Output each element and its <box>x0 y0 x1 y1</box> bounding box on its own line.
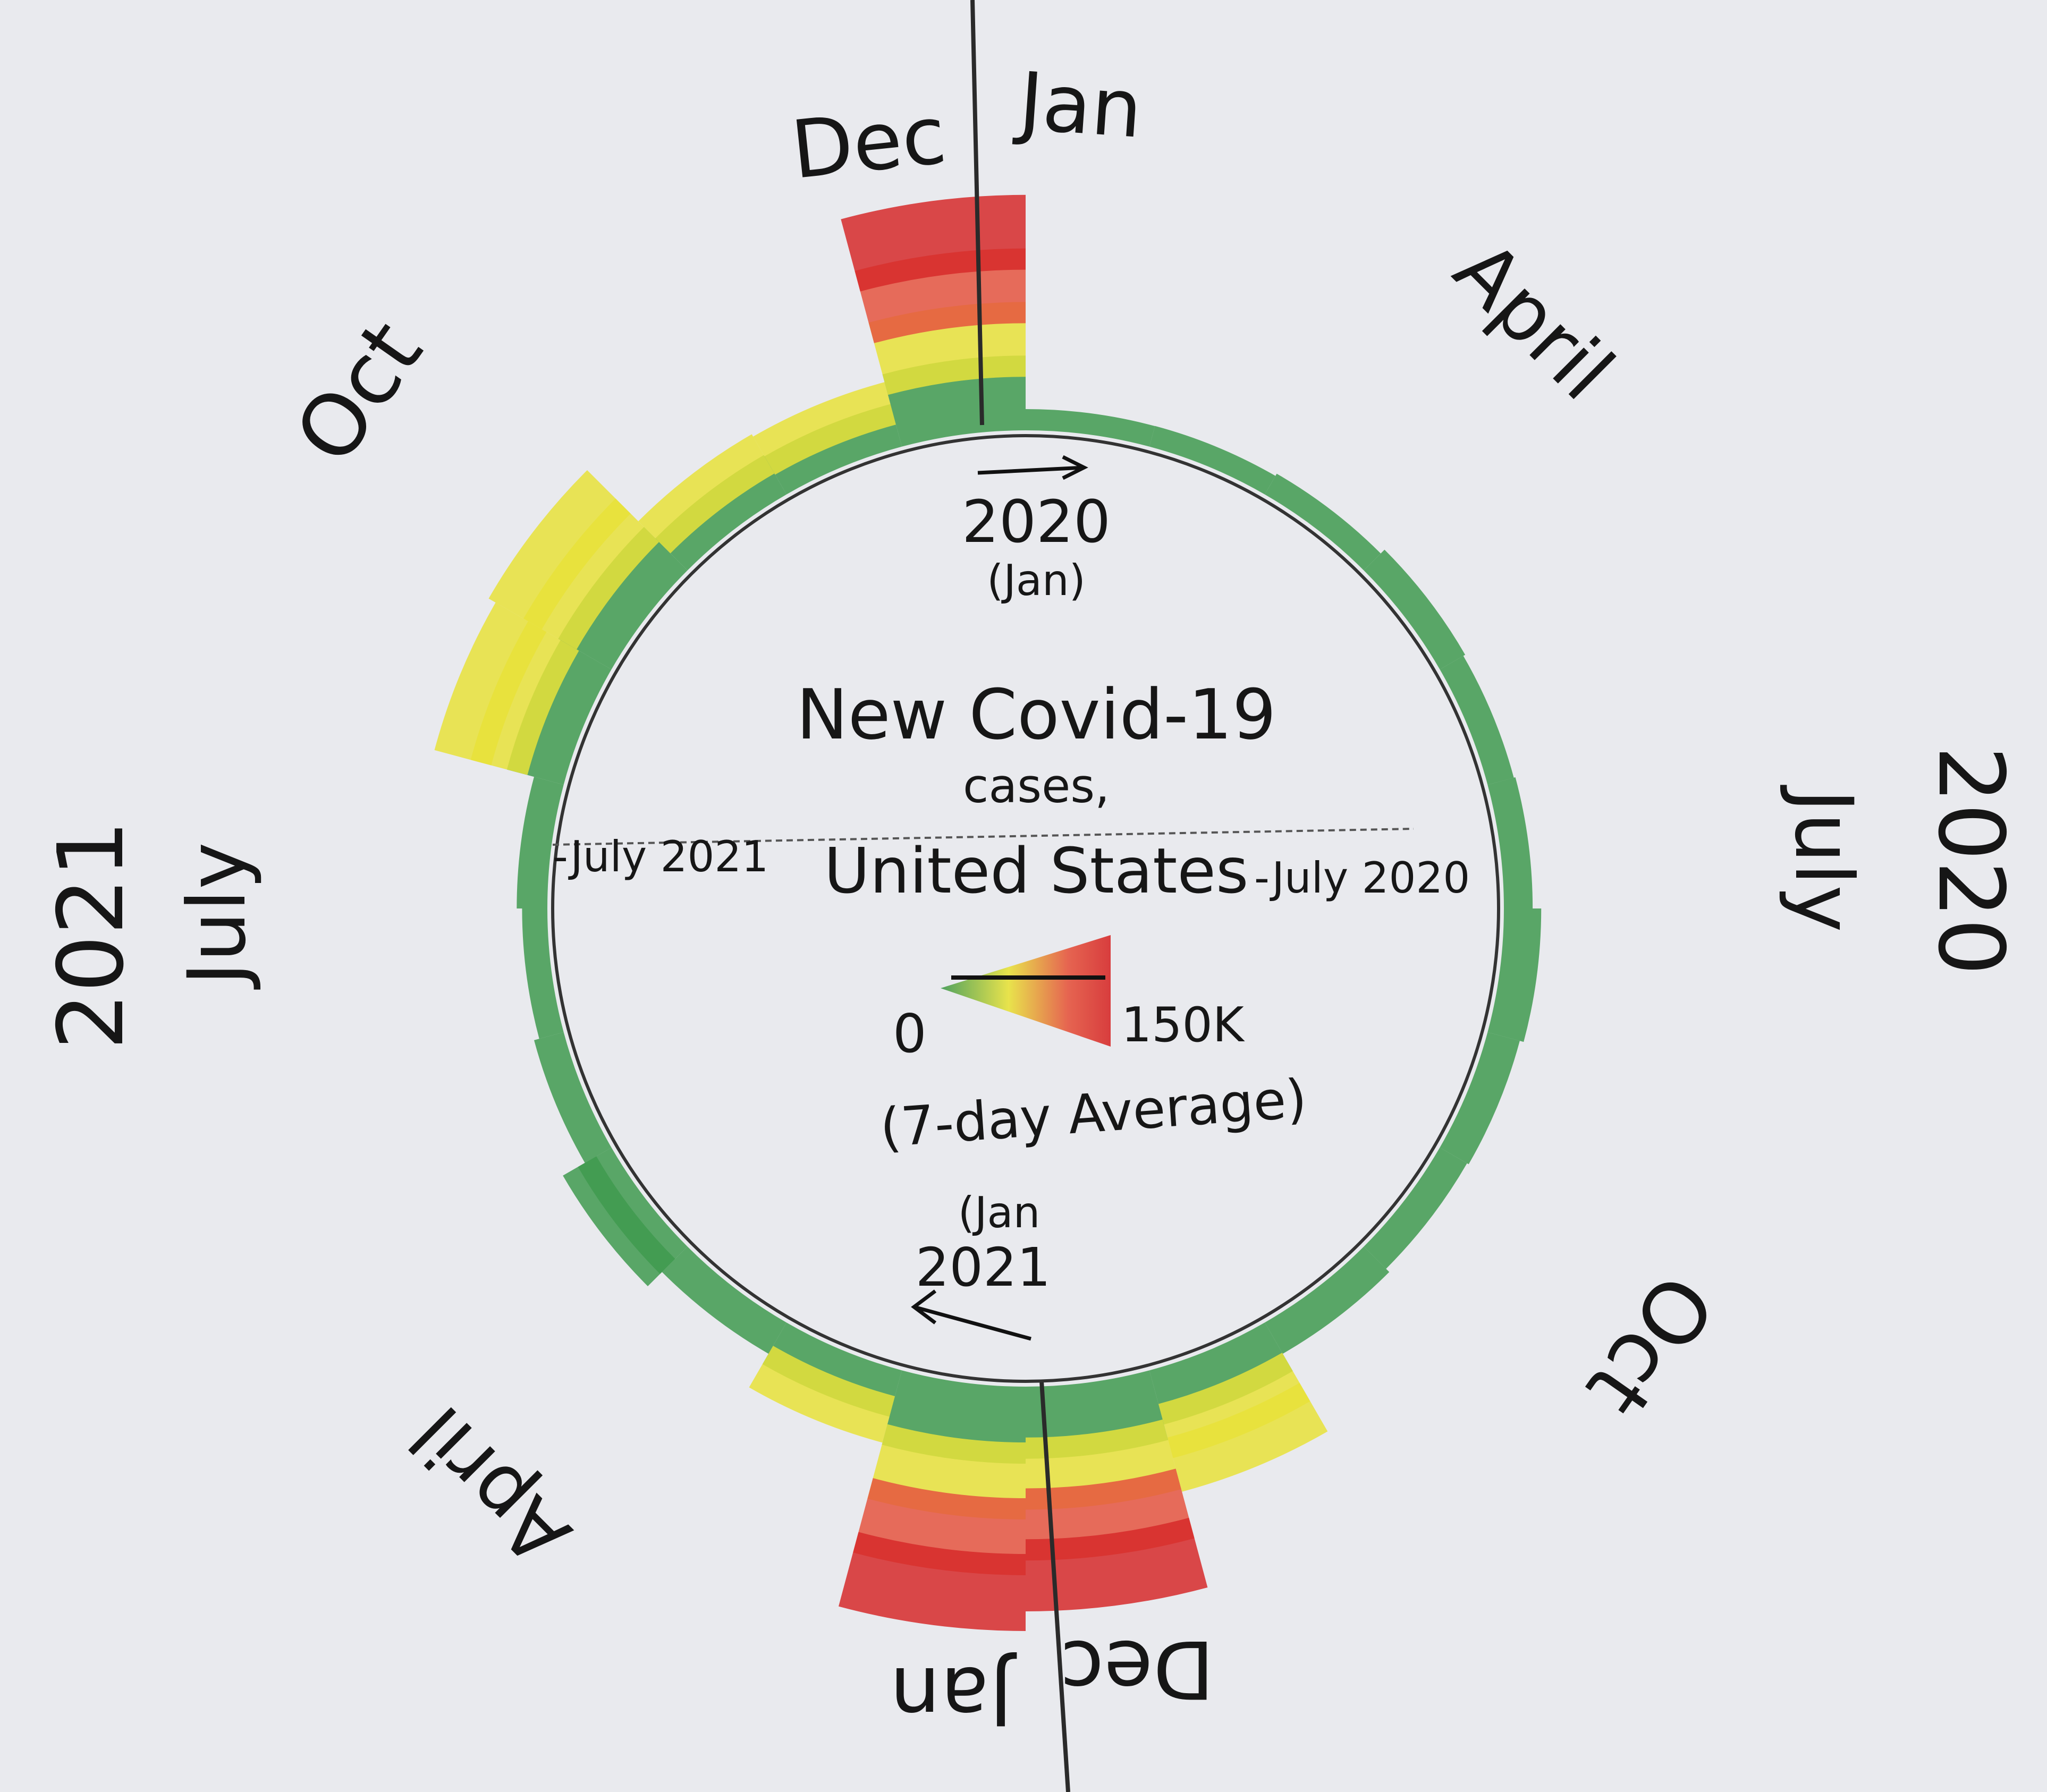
month-label-oct-2020: Oct <box>1568 1256 1733 1434</box>
band-segment-2021-10-layer-1 <box>638 434 775 554</box>
band-segment-2021-09-layer-0 <box>558 526 688 669</box>
legend-min-label: 0 <box>893 1003 927 1065</box>
month-label-2020-year: 2020 <box>1918 746 2023 976</box>
inner-label-july-2021: -July 2021 <box>553 832 768 881</box>
band-segment-2020-11-layer-2 <box>1167 1382 1328 1492</box>
band-segment-2021-04-layer-1 <box>563 1156 675 1287</box>
end-arrow <box>911 1289 1031 1341</box>
band-segment-2021-02-layer-1 <box>749 1346 895 1443</box>
chart-title: New Covid-19 <box>796 674 1276 755</box>
legend-note: (7-day Average) <box>878 1067 1308 1159</box>
chart-title-line3: United States <box>824 834 1248 907</box>
legend-max-label: 150K <box>1121 997 1245 1053</box>
legend-gradient <box>941 935 1111 1047</box>
band-segment-2020-10-layer-0 <box>1265 1246 1390 1354</box>
band-segment-2020-06-layer-0 <box>1487 777 1533 908</box>
inner-label-july-2020: -July 2020 <box>1254 853 1470 903</box>
midline <box>552 828 1414 846</box>
month-label-jan-top: Jan <box>1012 55 1145 156</box>
band-segment-2020-05-layer-0 <box>1440 656 1514 785</box>
band-segment-2021-09-layer-1 <box>523 498 659 650</box>
month-label-dec-bottom: Dec <box>1060 1623 1214 1715</box>
year-start-sub: (Jan) <box>987 556 1086 605</box>
month-label-april-2020: April <box>1436 224 1630 418</box>
band-segment-2020-07-layer-0 <box>1487 908 1542 1042</box>
chart-title-line2: cases, <box>963 759 1110 813</box>
band-segment-2021-06-layer-0 <box>522 908 564 1039</box>
month-label-oct-2021: Oct <box>276 303 442 481</box>
band-segment-2021-05-layer-0 <box>534 1032 612 1163</box>
band-segment-2020-12-layer-3 <box>1026 1517 1208 1612</box>
year-divider-bottom <box>1039 1381 1070 1792</box>
band-segment-2020-09-layer-0 <box>1364 1148 1467 1269</box>
start-arrow <box>977 455 1088 480</box>
band-segment-2020-04-layer-0 <box>1364 549 1466 669</box>
month-label-july-2020: July <box>1777 785 1870 932</box>
year-end-sub: (Jan <box>958 1188 1041 1237</box>
band-segment-2020-02-layer-0 <box>1149 426 1276 495</box>
band-segment-2021-07-layer-0 <box>517 777 564 908</box>
month-label-july-2021: July <box>171 842 264 990</box>
month-label-2021-year: 2021 <box>39 820 144 1050</box>
case-bands <box>434 194 1542 1631</box>
band-segment-2020-01-layer-0 <box>1026 409 1155 447</box>
band-segment-2020-03-layer-0 <box>1265 473 1381 571</box>
inner-circle <box>551 434 1500 1383</box>
month-label-jan-bottom: Jan <box>890 1649 1017 1742</box>
band-segment-2021-08-layer-2 <box>434 602 547 766</box>
band-segment-2021-11-layer-1 <box>753 382 896 475</box>
band-segment-2021-09-layer-2 <box>488 470 631 630</box>
band-segment-2021-01-layer-3 <box>839 1532 1026 1631</box>
month-label-april-2021: April <box>394 1388 588 1582</box>
year-divider-top <box>970 0 984 426</box>
band-segment-2021-03-layer-0 <box>662 1246 786 1354</box>
year-start-label: 2020 <box>962 488 1111 556</box>
month-label-dec-top: Dec <box>787 89 950 197</box>
year-end-label: 2021 <box>916 1236 1051 1298</box>
band-segment-2020-08-layer-0 <box>1440 1032 1520 1165</box>
